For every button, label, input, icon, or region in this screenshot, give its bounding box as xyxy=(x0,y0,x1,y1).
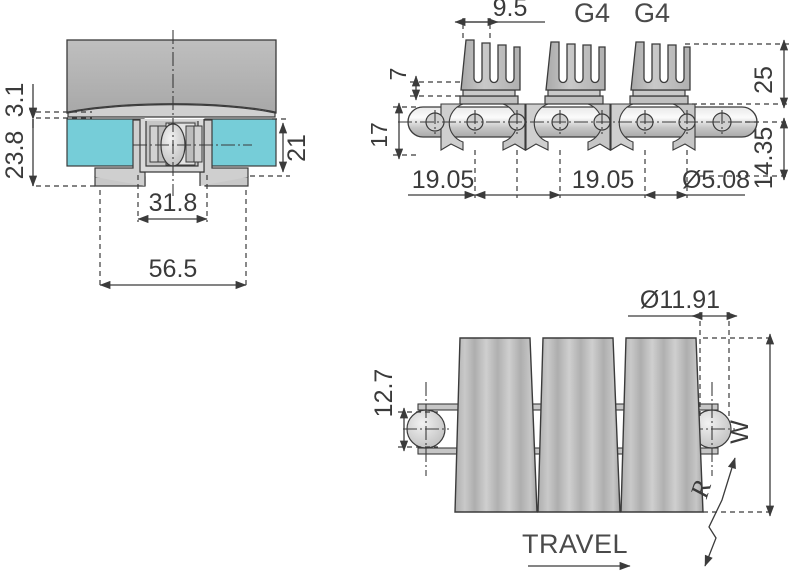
slab-underside xyxy=(67,103,276,118)
comb-module-2 xyxy=(544,41,606,105)
belt-slab xyxy=(66,39,277,114)
travel-label: TRAVEL xyxy=(522,529,628,559)
dim-label-25: 25 xyxy=(750,66,778,94)
roller-2 xyxy=(537,337,621,513)
dim-label-pin-dia: Ø5.08 xyxy=(682,166,750,194)
dim-label-7: 7 xyxy=(385,68,411,81)
cross-section-view: 3.1 23.8 21 31.8 56.5 xyxy=(1,30,311,290)
dim-label-31.8: 31.8 xyxy=(149,189,198,217)
dim-label-3.1: 3.1 xyxy=(1,83,29,118)
label-g4-1: G4 xyxy=(574,0,610,28)
wear-strip-right xyxy=(204,118,277,167)
chain-side-view: 9.5 G4 G4 7 17 25 14.35 19.05 1 xyxy=(366,0,790,200)
roller-top-view: 12.7 Ø11.91 W R TRAVEL xyxy=(370,286,775,571)
dim-label-56.5: 56.5 xyxy=(149,255,198,283)
dim-label-9.5: 9.5 xyxy=(493,0,528,22)
dim-label-19.05-right: 19.05 xyxy=(572,166,635,194)
dim-label-21: 21 xyxy=(283,134,311,162)
dim-label-dia-11.91: Ø11.91 xyxy=(640,286,720,314)
slab-curve xyxy=(67,104,276,114)
wear-strip-left xyxy=(66,118,145,167)
dim-label-17: 17 xyxy=(366,122,392,148)
dim-label-12.7: 12.7 xyxy=(370,369,398,418)
dim-label-14.35: 14.35 xyxy=(750,127,778,190)
dim-label-W: W xyxy=(726,420,754,444)
comb-module-1 xyxy=(459,39,521,105)
roller-1 xyxy=(454,337,538,513)
comb-module-3 xyxy=(629,41,691,105)
dim-label-23.8: 23.8 xyxy=(1,131,29,180)
dim-label-19.05-left: 19.05 xyxy=(412,166,475,194)
dim-R-leader xyxy=(704,457,736,567)
label-g4-2: G4 xyxy=(634,0,670,28)
